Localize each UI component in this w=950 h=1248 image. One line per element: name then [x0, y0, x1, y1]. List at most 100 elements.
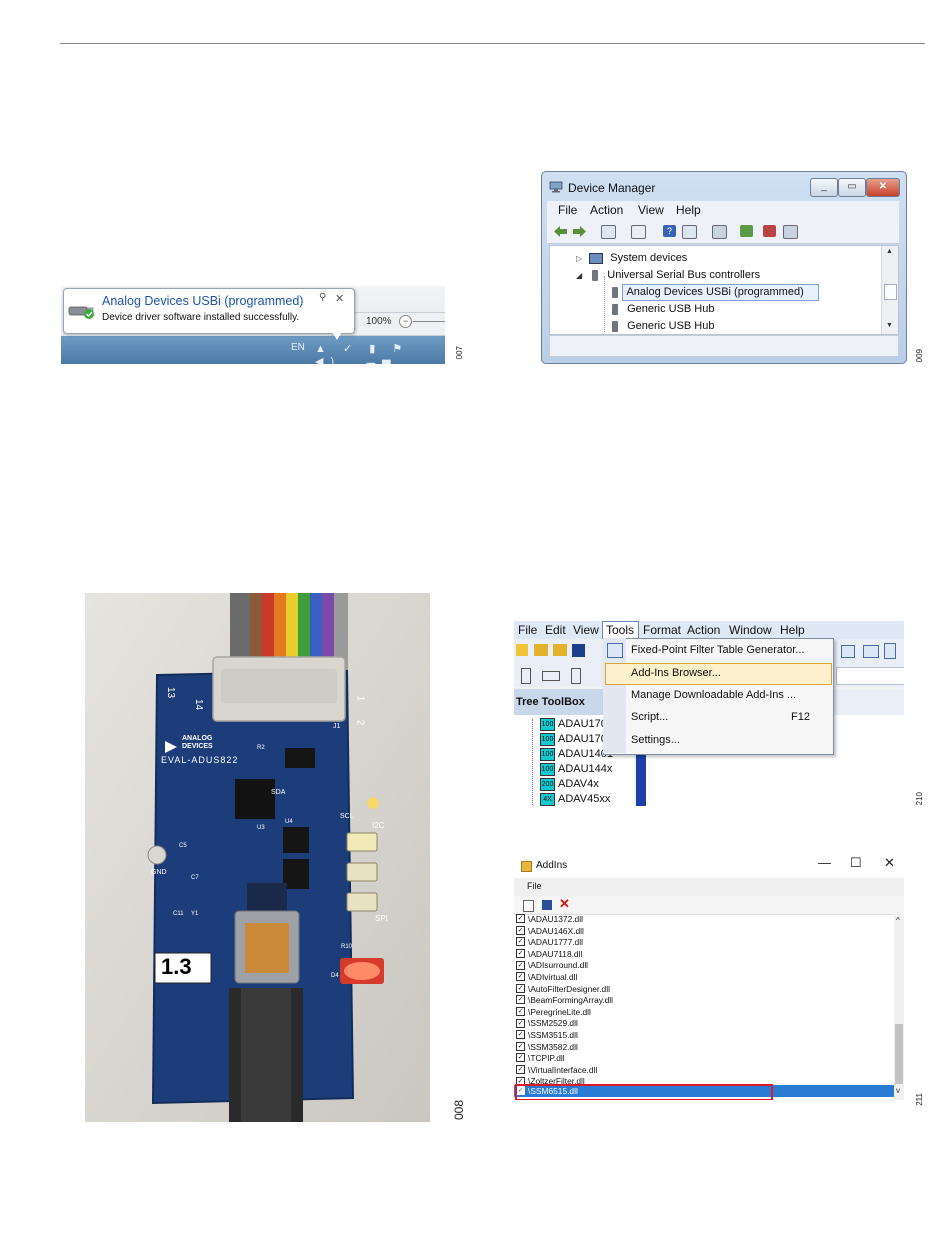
checkbox[interactable]: ✓: [516, 960, 525, 970]
menu-edit[interactable]: Edit: [545, 623, 566, 637]
menu-action[interactable]: Action: [590, 203, 624, 217]
scroll-thumb[interactable]: [895, 1024, 903, 1084]
menu-help[interactable]: Help: [676, 203, 701, 217]
tree-item-generic-usb-hub[interactable]: Generic USB Hub: [612, 318, 715, 334]
checkbox[interactable]: ✓: [516, 1065, 525, 1075]
pin-icon[interactable]: ⚲: [319, 292, 327, 303]
menu-file[interactable]: File: [518, 623, 538, 637]
list-item[interactable]: ✓\ADAU146X.dll: [516, 926, 584, 938]
tree-item-system-devices[interactable]: ▷ System devices: [576, 250, 687, 266]
zoom-slider[interactable]: [413, 321, 445, 322]
scroll-up-icon[interactable]: ▲: [886, 248, 893, 255]
scan-hardware-icon[interactable]: [712, 225, 727, 239]
list-item[interactable]: ✓\ADAU1777.dll: [516, 937, 583, 949]
menu-help[interactable]: Help: [780, 623, 805, 637]
copy-icon[interactable]: [841, 645, 855, 658]
list-item[interactable]: ✓\ADIvirtual.dll: [516, 972, 577, 984]
checkbox[interactable]: ✓: [516, 1018, 525, 1028]
vertical-scrollbar[interactable]: ^ v: [894, 914, 904, 1100]
language-indicator[interactable]: EN: [291, 342, 305, 353]
tray-icons[interactable]: ▲ ✓ ▮ ⚑ ◀) ▂▃▅: [315, 343, 410, 364]
menu-item-settings[interactable]: Settings...: [631, 734, 680, 746]
checkbox[interactable]: ✓: [516, 937, 525, 947]
menu-file[interactable]: File: [558, 203, 578, 217]
align-icon[interactable]: [521, 668, 531, 684]
list-item[interactable]: ✓\SSM3515.dll: [516, 1030, 578, 1042]
collapse-arrow-icon[interactable]: ◢: [576, 271, 583, 280]
scroll-thumb[interactable]: [884, 284, 897, 300]
grid-icon[interactable]: [682, 225, 697, 239]
new-icon[interactable]: [523, 900, 534, 912]
minimize-button[interactable]: —: [818, 855, 831, 870]
menu-item-fixed-point-filter-table-generator[interactable]: Fixed-Point Filter Table Generator...: [631, 644, 805, 656]
disable-device-icon[interactable]: [783, 225, 798, 239]
menu-item-add-ins-browser[interactable]: Add-Ins Browser...: [631, 667, 721, 679]
menu-view[interactable]: View: [573, 623, 599, 637]
checkbox[interactable]: ✓: [516, 1007, 525, 1017]
vertical-scrollbar[interactable]: ▲ ▼: [881, 246, 898, 334]
distribute-icon[interactable]: [542, 671, 560, 681]
list-item[interactable]: ✓\SSM3582.dll: [516, 1042, 578, 1054]
scroll-down-icon[interactable]: v: [896, 1086, 900, 1095]
open-project-icon[interactable]: [553, 644, 567, 656]
maximize-button[interactable]: ☐: [850, 855, 862, 870]
new-icon[interactable]: [516, 644, 528, 656]
open-folder-icon[interactable]: [534, 644, 548, 656]
list-item[interactable]: ✓\ADAU7118.dll: [516, 949, 582, 961]
menu-view[interactable]: View: [638, 203, 664, 217]
menu-item-manage-downloadable-add-ins[interactable]: Manage Downloadable Add-Ins ...: [631, 689, 797, 701]
menu-file[interactable]: File: [527, 881, 542, 891]
view-icon[interactable]: [631, 225, 646, 239]
update-driver-icon[interactable]: [740, 225, 753, 237]
list-item[interactable]: ✓\SSM2529.dll: [516, 1018, 578, 1030]
list-item[interactable]: ✓\ADIsurround.dll: [516, 960, 588, 972]
checkbox[interactable]: ✓: [516, 1041, 525, 1051]
checkbox[interactable]: ✓: [516, 914, 525, 924]
expand-arrow-icon[interactable]: ▷: [576, 254, 583, 263]
menu-action[interactable]: Action: [687, 623, 721, 637]
scroll-up-icon[interactable]: ^: [896, 916, 900, 925]
layout-icon[interactable]: [863, 645, 879, 658]
list-item[interactable]: ✓\AutoFilterDesigner.dll: [516, 984, 610, 996]
checkbox[interactable]: ✓: [516, 995, 525, 1005]
list-item[interactable]: ✓\BeamFormingArray.dll: [516, 995, 613, 1007]
close-button[interactable]: ✕: [866, 178, 900, 197]
close-button[interactable]: ✕: [884, 855, 895, 870]
properties-icon[interactable]: [601, 225, 616, 239]
scroll-down-icon[interactable]: ▼: [886, 322, 893, 329]
uninstall-icon[interactable]: [763, 225, 776, 237]
list-item[interactable]: ✓\TCPIP.dll: [516, 1053, 565, 1065]
delete-icon[interactable]: ✕: [559, 896, 570, 911]
menu-item-script[interactable]: Script...: [631, 711, 669, 723]
tree-item-analog-devices-usbi[interactable]: Analog Devices USBi (programmed): [612, 284, 804, 300]
splitter-bar[interactable]: [636, 715, 646, 806]
save-icon[interactable]: [572, 644, 585, 657]
tree-item-generic-usb-hub[interactable]: Generic USB Hub: [612, 301, 715, 317]
checkbox[interactable]: ✓: [516, 1053, 525, 1063]
list-item[interactable]: ✓\VirtualInterface.dll: [516, 1065, 597, 1077]
menu-format[interactable]: Format: [643, 623, 682, 637]
back-forward-icons[interactable]: [553, 225, 587, 238]
maximize-button[interactable]: ▭: [838, 178, 866, 197]
checkbox[interactable]: ✓: [516, 925, 525, 935]
save-icon[interactable]: [542, 900, 552, 910]
list-item[interactable]: ✓\ADAU1372.dll: [516, 914, 583, 926]
zoom-out-button[interactable]: −: [399, 315, 412, 328]
close-icon[interactable]: ✕: [335, 293, 345, 305]
menu-window[interactable]: Window: [729, 623, 772, 637]
checkbox[interactable]: ✓: [516, 972, 525, 982]
checkbox[interactable]: ✓: [516, 949, 525, 959]
notification-balloon[interactable]: [63, 288, 355, 334]
tree-item-usb-controllers[interactable]: ◢ Universal Serial Bus controllers: [576, 267, 760, 283]
list-item[interactable]: ✓\PeregrineLite.dll: [516, 1007, 591, 1019]
checkbox[interactable]: ✓: [516, 1030, 525, 1040]
minimize-button[interactable]: _: [810, 178, 838, 197]
menu-tools[interactable]: Tools: [606, 623, 635, 637]
toolbar-field[interactable]: [836, 667, 904, 685]
